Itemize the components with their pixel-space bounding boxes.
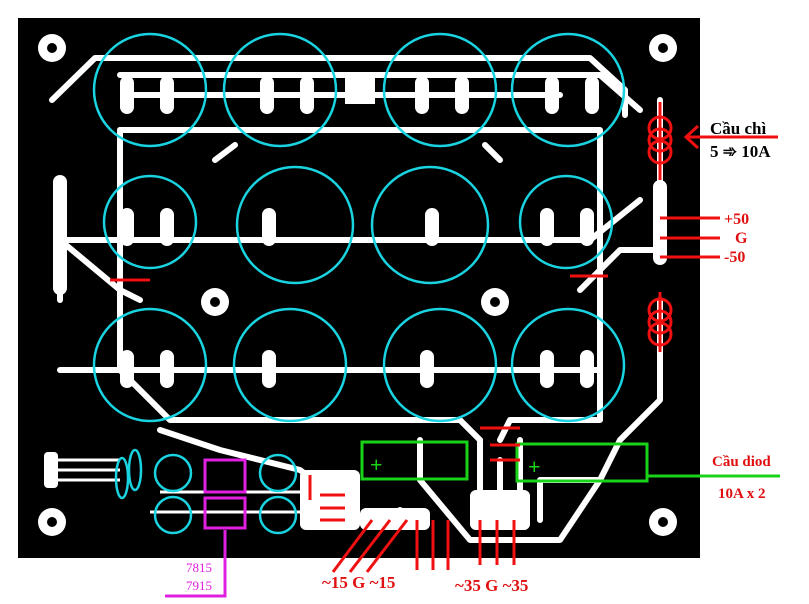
bridge-rating: 10A x 2	[718, 486, 766, 502]
bridge-label: Cầu diod	[712, 454, 771, 470]
fuse-label: Cầu chì	[710, 119, 766, 138]
regulators-7815-7915	[165, 458, 247, 598]
plus50-label: +50	[724, 211, 749, 228]
red-annotations	[110, 102, 778, 573]
fuse-rating: 5 ➾ 10A	[710, 142, 771, 161]
bridge-rectifiers: + +	[360, 440, 780, 483]
capacitor-outlines	[92, 32, 626, 535]
fuse-symbol-top	[647, 102, 673, 180]
minus50-label: -50	[724, 249, 745, 266]
ac35-label: ~35 G ~35	[455, 576, 528, 595]
fuse-arrow	[683, 124, 778, 150]
mounting-holes	[38, 34, 677, 536]
pads	[44, 76, 667, 530]
fuse-symbol-bottom	[647, 292, 673, 352]
reg-7915-label: 7915	[186, 578, 212, 593]
bridge-plus-1: +	[370, 452, 383, 477]
bridge-plus-2: +	[528, 454, 541, 479]
ac15-label: ~15 G ~15	[322, 573, 395, 592]
reg-7815-label: 7815	[186, 560, 212, 575]
ground-label: G	[735, 230, 748, 247]
